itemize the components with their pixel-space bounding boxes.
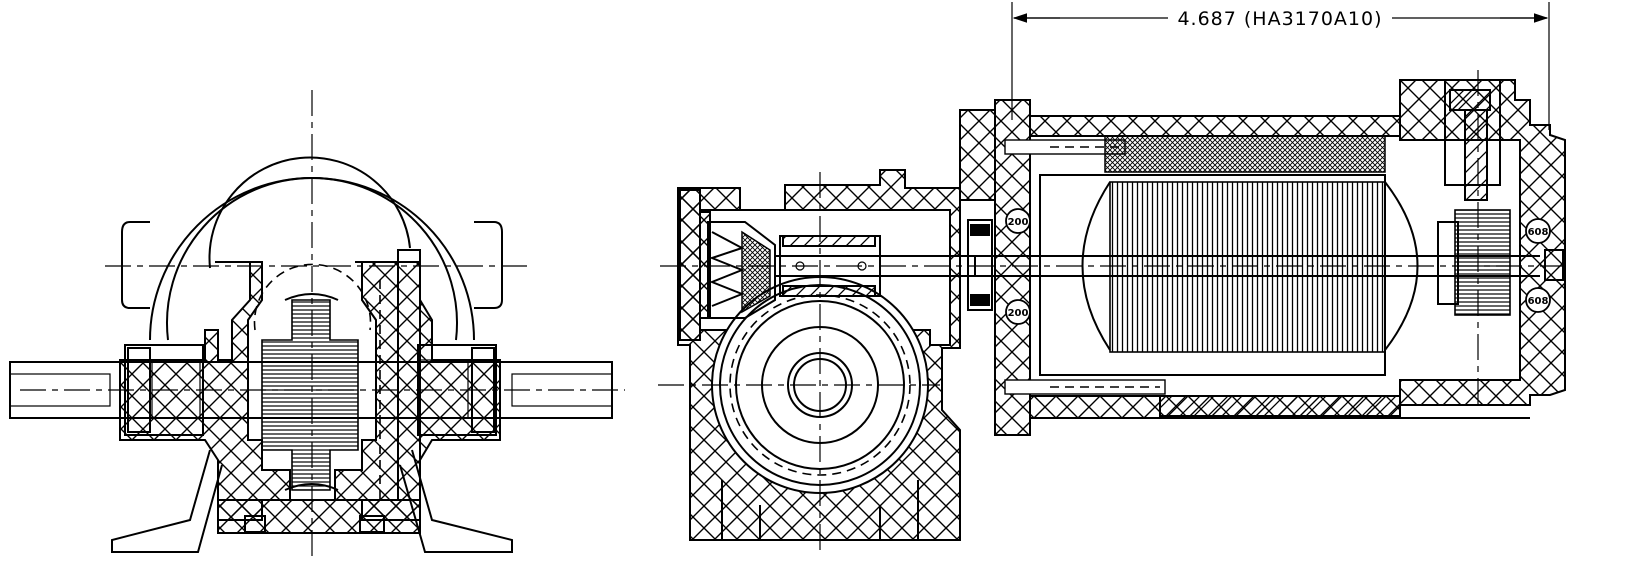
bottom-foot-right [879, 480, 919, 541]
callout-lower-brush-text: 608 [1528, 296, 1549, 307]
spring-plug [741, 230, 771, 314]
overall-length-dimension: 4.687 (HA3170A10) [1011, 2, 1550, 130]
motor-can-top [1029, 115, 1401, 137]
right-mount-bracket [399, 449, 513, 553]
bottom-pocket-right [359, 515, 385, 533]
end-section-view [9, 90, 625, 560]
front-bearing-seal-top [970, 224, 990, 236]
spring-cap-housing [679, 189, 711, 341]
left-mount-tab [121, 221, 150, 309]
motor-magnet [1104, 135, 1386, 173]
callout-upper-bearing-text: 200 [1008, 217, 1029, 228]
commutator [1454, 209, 1511, 316]
left-bushing-bore [151, 359, 201, 419]
spring-pocket [707, 221, 776, 319]
dimension-label: 4.687 (HA3170A10) [1177, 8, 1382, 30]
frame-bottom-strip [1159, 395, 1401, 417]
front-bearing [967, 219, 993, 311]
commutator-hub [1437, 221, 1459, 305]
bottom-pocket-left [244, 515, 266, 533]
armature-end-left [1081, 181, 1111, 351]
callout-upper-brush-text: 608 [1528, 227, 1549, 238]
bottom-foot-left [721, 480, 761, 541]
gearbox-housing-left [119, 261, 291, 521]
gear-tooth-top [284, 293, 339, 301]
left-mount-bracket [111, 449, 223, 553]
brush-screw-shank [1464, 109, 1488, 201]
callout-bubble-lower-bearing: 200 [1005, 299, 1031, 325]
callout-bubble-lower-brush: 608 [1525, 287, 1551, 313]
right-mount-tab [474, 221, 503, 309]
end-cap-upper [1399, 79, 1566, 406]
output-worm-gear [261, 299, 359, 491]
coupling-bottom [782, 285, 876, 297]
callout-bubble-upper-brush: 608 [1525, 218, 1551, 244]
shaft-end-cap [1544, 249, 1564, 281]
motor-flange [994, 99, 1031, 436]
end-cover-hub-arc [208, 156, 411, 269]
coupling-top [782, 235, 876, 247]
brush-screw-head [1449, 89, 1491, 111]
armature-laminations [1109, 181, 1386, 353]
callout-bubble-upper-bearing: 200 [1005, 208, 1031, 234]
cover-plate [397, 249, 421, 501]
side-section-view [658, 70, 1568, 550]
callout-lower-bearing-text: 200 [1008, 308, 1029, 319]
gear-tooth-bottom [284, 483, 339, 491]
front-bearing-seal-bottom [970, 294, 990, 306]
